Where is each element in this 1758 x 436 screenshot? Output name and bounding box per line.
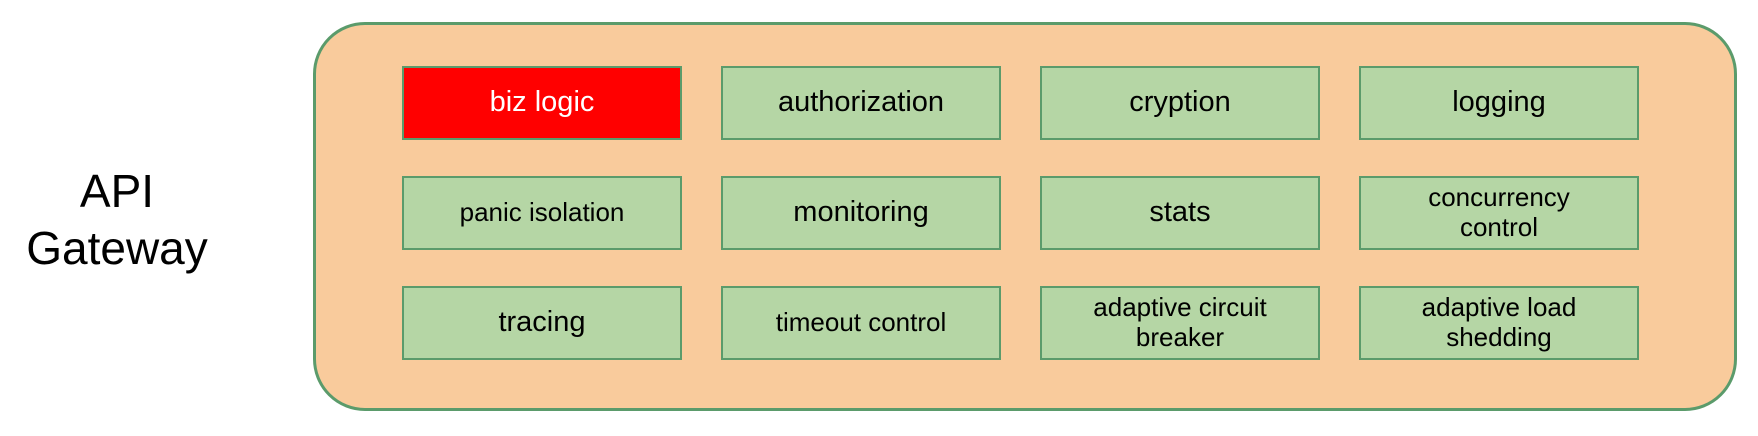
feature-box-concurrency-control: concurrency control: [1359, 176, 1639, 250]
api-gateway-label-line2: Gateway: [26, 222, 208, 274]
feature-grid: biz logic authorization cryption logging pan…: [402, 66, 1639, 360]
feature-box-panic-isolation: panic isolation: [402, 176, 682, 250]
api-gateway-container: biz logic authorization cryption logging pan…: [313, 22, 1737, 411]
feature-box-logging: logging: [1359, 66, 1639, 140]
feature-box-tracing: tracing: [402, 286, 682, 360]
feature-box-monitoring: monitoring: [721, 176, 1001, 250]
feature-box-cryption: cryption: [1040, 66, 1320, 140]
feature-box-authorization: authorization: [721, 66, 1001, 140]
feature-box-adaptive-load-shedding: adaptive load shedding: [1359, 286, 1639, 360]
api-gateway-label: API Gateway: [0, 163, 234, 277]
api-gateway-label-line1: API: [79, 165, 155, 217]
feature-box-biz-logic: biz logic: [402, 66, 682, 140]
feature-box-adaptive-circuit-breaker: adaptive circuit breaker: [1040, 286, 1320, 360]
feature-box-timeout-control: timeout control: [721, 286, 1001, 360]
feature-box-stats: stats: [1040, 176, 1320, 250]
